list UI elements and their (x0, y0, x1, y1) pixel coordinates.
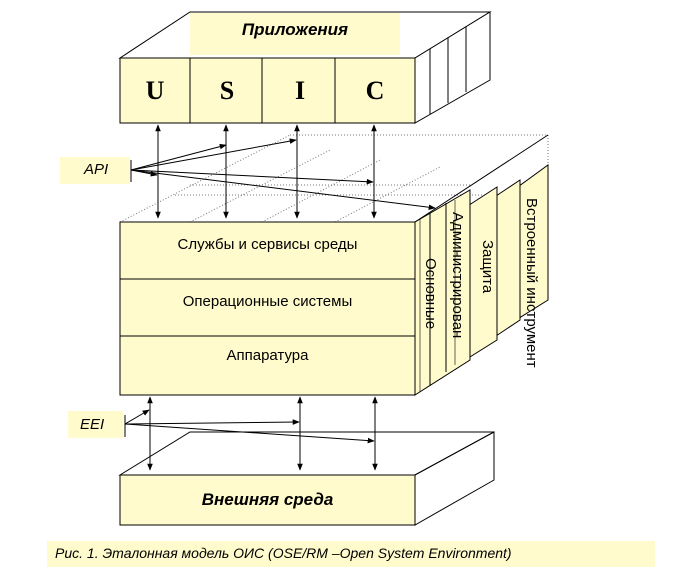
eei-arrows (124, 396, 378, 471)
layer-operating-systems: Операционные системы (182, 293, 353, 310)
caption-background (47, 541, 655, 567)
environment-label: Внешняя среда (201, 490, 334, 509)
api-arrows (130, 124, 436, 219)
main-block-front (119, 221, 416, 396)
environment-block (118, 431, 495, 526)
applications-title: Приложения (241, 20, 349, 39)
layer-services: Службы и сервисы среды (177, 236, 358, 253)
figure-caption: Рис. 1. Эталонная модель ОИС (OSE/RM –Op… (55, 545, 512, 561)
side-panel-basic: Основные (422, 258, 439, 330)
eei-label-background (68, 411, 123, 438)
side-panel-administration: Администрирован (449, 212, 466, 339)
module-s-label: S (219, 76, 235, 105)
applications-block (118, 11, 492, 124)
api-label-background (60, 157, 130, 184)
side-panels (414, 134, 549, 396)
side-panel-built-in-tools: Встроенный инструмент (523, 198, 540, 368)
module-c-label: C (365, 76, 385, 105)
layer-hardware: Аппаратура (226, 347, 309, 364)
api-label: API (84, 161, 109, 178)
module-i-label: I (294, 76, 306, 105)
module-u-label: U (145, 76, 165, 105)
eei-label: EEI (80, 416, 105, 433)
side-panel-security: Защита (479, 240, 496, 294)
